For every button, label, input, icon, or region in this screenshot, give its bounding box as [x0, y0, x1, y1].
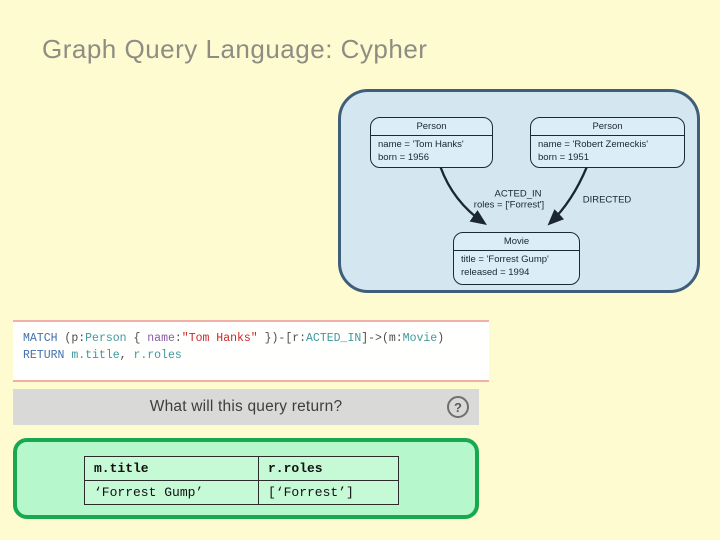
result-table: m.title r.roles ‘Forrest Gump’ [‘Forrest…: [84, 456, 399, 505]
code-token: ): [437, 332, 445, 345]
node-property: born = 1951: [538, 151, 589, 163]
code-line-1: MATCH (p:Person { name:"Tom Hanks" })-[r…: [23, 332, 444, 345]
question-mark-icon: ?: [447, 396, 469, 418]
query-result-box: m.title r.roles ‘Forrest Gump’ [‘Forrest…: [13, 438, 479, 519]
node-label: Person: [371, 118, 492, 136]
node-properties: name = 'Tom Hanks' born = 1956: [371, 136, 492, 167]
node-property: released = 1994: [461, 266, 530, 278]
code-token: ]->(m:: [361, 332, 403, 345]
cypher-code-block: MATCH (p:Person { name:"Tom Hanks" })-[r…: [13, 320, 489, 382]
edge-arrows-layer: [439, 166, 589, 226]
graph-diagram-panel: Person name = 'Tom Hanks' born = 1956 Pe…: [338, 89, 700, 293]
code-token: r.roles: [133, 349, 182, 362]
column-header: m.title: [84, 456, 259, 481]
acted-in-arrow: [439, 166, 487, 226]
page-title: Graph Query Language: Cypher: [42, 34, 428, 64]
node-properties: title = 'Forrest Gump' released = 1994: [454, 251, 579, 282]
table-cell: [‘Forrest’]: [258, 480, 399, 505]
directed-arrow: [547, 166, 589, 226]
node-property: born = 1956: [378, 151, 429, 163]
person-node-robert-zemeckis: Person name = 'Robert Zemeckis' born = 1…: [530, 117, 685, 168]
code-token: :: [174, 332, 182, 345]
code-token: ,: [119, 349, 134, 362]
person-node-tom-hanks: Person name = 'Tom Hanks' born = 1956: [370, 117, 493, 168]
question-text: What will this query return?: [149, 398, 343, 415]
acted-in-edge-sublabel: roles = ['Forrest']: [473, 199, 545, 211]
table-header-row: m.title r.roles: [84, 456, 399, 481]
code-token: "Tom Hanks": [181, 332, 258, 345]
acted-in-edge-label: ACTED_IN: [494, 188, 542, 200]
node-property: name = 'Tom Hanks': [378, 139, 464, 150]
node-label: Person: [531, 118, 684, 136]
code-token: name: [147, 332, 175, 345]
movie-node-forrest-gump: Movie title = 'Forrest Gump' released = …: [453, 232, 580, 285]
code-token: })-[r:: [257, 332, 307, 345]
code-token: ACTED_IN: [306, 332, 362, 345]
question-bar: What will this query return? ?: [13, 389, 479, 425]
code-token: Movie: [402, 332, 438, 345]
table-row: ‘Forrest Gump’ [‘Forrest’]: [84, 480, 399, 505]
node-property: name = 'Robert Zemeckis': [538, 139, 649, 150]
directed-edge-label: DIRECTED: [582, 194, 632, 206]
node-properties: name = 'Robert Zemeckis' born = 1951: [531, 136, 684, 167]
table-cell: ‘Forrest Gump’: [84, 480, 259, 505]
code-token: m.title: [71, 349, 120, 362]
code-token: (p:: [64, 332, 86, 345]
question-mark-glyph: ?: [454, 399, 462, 415]
node-label: Movie: [454, 233, 579, 251]
node-property: title = 'Forrest Gump': [461, 254, 549, 265]
code-token: {: [126, 332, 148, 345]
code-line-2: RETURN m.title, r.roles: [23, 349, 182, 362]
code-token: RETURN: [23, 349, 72, 362]
code-token: MATCH: [23, 332, 65, 345]
column-header: r.roles: [258, 456, 399, 481]
code-token: Person: [85, 332, 127, 345]
